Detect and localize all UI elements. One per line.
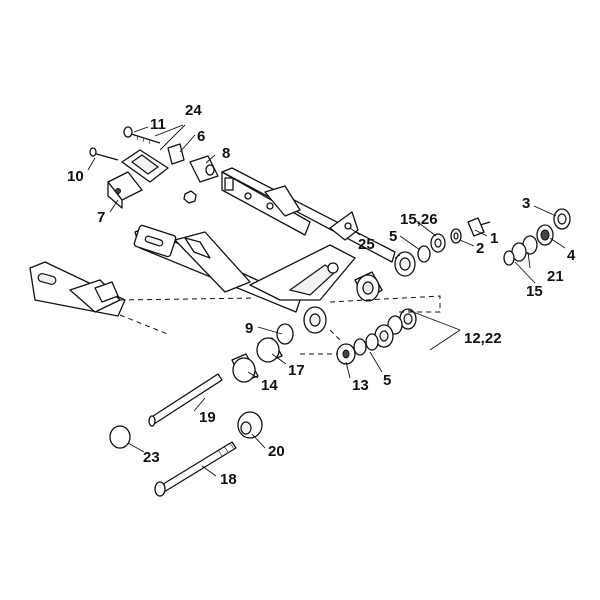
swingarm <box>133 167 396 334</box>
callout-18: 18 <box>220 471 237 488</box>
callout-8: 8 <box>222 145 230 162</box>
leader-lines <box>87 124 566 477</box>
axle-parts <box>109 373 263 497</box>
callouts: 1 2 3 4 5 5 6 7 8 9 10 11 12,22 13 14 15… <box>67 102 576 488</box>
callout-17: 17 <box>288 362 305 379</box>
callout-21: 21 <box>547 268 564 285</box>
callout-6: 6 <box>197 128 205 145</box>
callout-2: 2 <box>476 240 484 257</box>
callout-11: 11 <box>150 116 166 133</box>
frame-stub <box>29 261 256 336</box>
callout-10: 10 <box>67 168 84 185</box>
callout-25: 25 <box>358 236 375 253</box>
callout-24: 24 <box>185 102 202 119</box>
callout-14: 14 <box>261 377 278 394</box>
callout-12-22: 12,22 <box>464 330 502 347</box>
axle-adjuster-assembly <box>89 126 219 209</box>
callout-9: 9 <box>245 320 253 337</box>
callout-5-lower: 5 <box>383 372 391 389</box>
callout-1: 1 <box>490 230 498 247</box>
callout-20: 20 <box>268 443 285 460</box>
callout-13: 13 <box>352 377 369 394</box>
pivot-hardware <box>231 208 571 383</box>
callout-5-upper: 5 <box>389 228 397 245</box>
callout-15: 15 <box>526 283 543 300</box>
callout-19: 19 <box>199 409 216 426</box>
callout-23: 23 <box>143 449 160 466</box>
callout-3: 3 <box>522 195 530 212</box>
callout-15-26: 15,26 <box>400 211 438 228</box>
callout-7: 7 <box>97 209 105 226</box>
callout-4: 4 <box>567 247 576 264</box>
